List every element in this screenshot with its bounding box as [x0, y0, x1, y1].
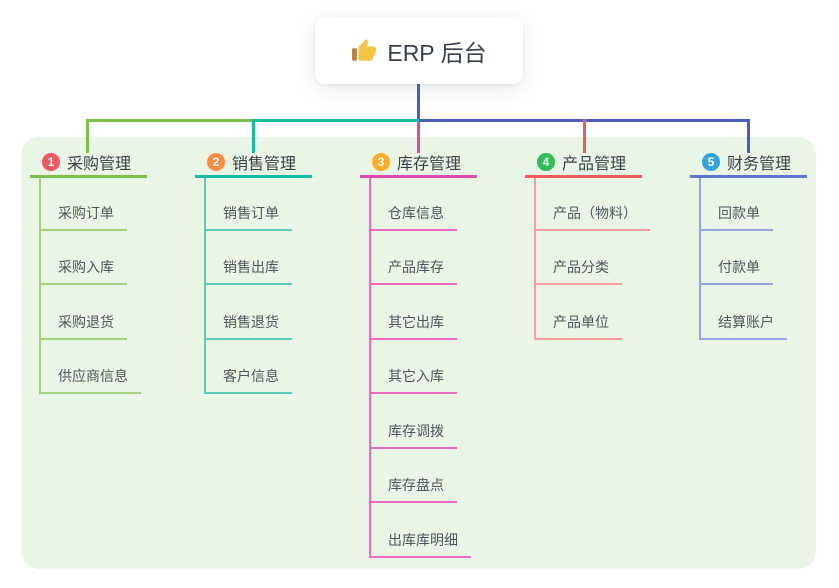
child-node[interactable]: 结算账户 — [699, 312, 787, 340]
branch-2-child-line — [204, 177, 206, 394]
branch-header-sales[interactable]: 2 销售管理 — [195, 149, 312, 178]
branch-label: 销售管理 — [232, 156, 297, 173]
root-node[interactable]: ERP 后台 — [315, 17, 523, 84]
branch-header-finance[interactable]: 5 财务管理 — [690, 149, 807, 178]
branch-5-drop-line — [747, 119, 750, 153]
child-node[interactable]: 出库库明细 — [369, 530, 471, 558]
thumbs-up-icon — [351, 38, 377, 64]
child-node[interactable]: 仓库信息 — [369, 203, 457, 231]
child-node[interactable]: 产品单位 — [534, 312, 622, 340]
background-panel — [21, 137, 816, 569]
branch-1-child-line — [39, 177, 41, 394]
branch-label: 库存管理 — [397, 156, 462, 173]
branch-5-child-line — [699, 177, 701, 340]
branch-number-badge: 4 — [537, 153, 555, 171]
child-node[interactable]: 销售退货 — [204, 312, 292, 340]
child-node[interactable]: 采购订单 — [39, 203, 127, 231]
child-node[interactable]: 产品库存 — [369, 257, 457, 285]
child-node[interactable]: 回款单 — [699, 203, 773, 231]
child-node[interactable]: 产品（物料） — [534, 203, 650, 231]
branch-number-badge: 5 — [702, 153, 720, 171]
child-node[interactable]: 产品分类 — [534, 257, 622, 285]
child-node[interactable]: 客户信息 — [204, 366, 292, 394]
child-node[interactable]: 其它入库 — [369, 366, 457, 394]
child-node[interactable]: 付款单 — [699, 257, 773, 285]
root-node-label: ERP 后台 — [387, 39, 487, 66]
branch-4-drop-line — [583, 119, 586, 153]
branch-number-badge: 3 — [372, 153, 390, 171]
branch-2-drop-line — [252, 119, 255, 153]
child-node[interactable]: 销售出库 — [204, 257, 292, 285]
branch-header-product[interactable]: 4 产品管理 — [525, 149, 642, 178]
branch-label: 产品管理 — [562, 156, 627, 173]
child-node[interactable]: 采购退货 — [39, 312, 127, 340]
child-node[interactable]: 其它出库 — [369, 312, 457, 340]
bus-line-teal — [253, 119, 420, 122]
branch-number-badge: 2 — [207, 153, 225, 171]
branch-header-inventory[interactable]: 3 库存管理 — [360, 149, 477, 178]
branch-number-badge: 1 — [42, 153, 60, 171]
branch-3-child-line — [369, 177, 371, 558]
branch-3-drop-line — [417, 122, 420, 153]
child-node[interactable]: 采购入库 — [39, 257, 127, 285]
child-node[interactable]: 销售订单 — [204, 203, 292, 231]
branch-header-purchase[interactable]: 1 采购管理 — [30, 149, 147, 178]
root-connector-line — [417, 84, 420, 119]
branch-4-child-line — [534, 177, 536, 340]
bus-line-green — [87, 119, 253, 122]
branch-label: 采购管理 — [67, 156, 132, 173]
branch-label: 财务管理 — [727, 156, 792, 173]
branch-1-drop-line — [86, 119, 89, 153]
child-node[interactable]: 库存调拨 — [369, 421, 457, 449]
child-node[interactable]: 库存盘点 — [369, 475, 457, 503]
child-node[interactable]: 供应商信息 — [39, 366, 141, 394]
